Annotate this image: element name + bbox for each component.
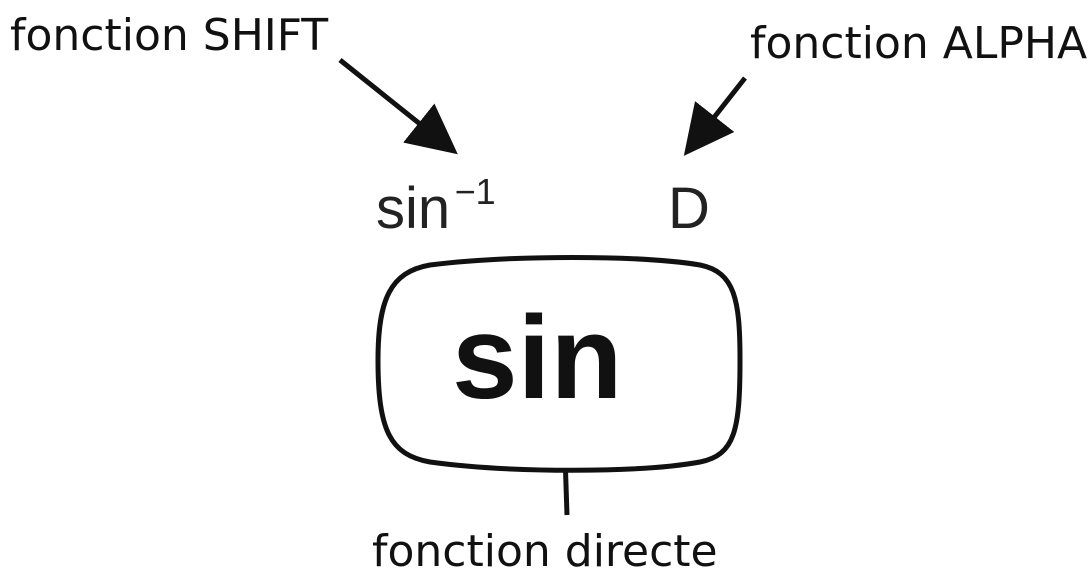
alpha-function-text: D — [668, 176, 710, 241]
alpha-function-label: fonction ALPHA — [750, 18, 1087, 69]
direct-function-label: fonction directe — [372, 526, 718, 576]
shift-function-label: fonction SHIFT — [10, 10, 328, 61]
sin-key[interactable] — [375, 255, 743, 473]
shift-function-base: sin — [376, 176, 450, 241]
shift-function-exponent: −1 — [455, 171, 496, 212]
alpha-arrow — [683, 76, 747, 156]
shift-function-text: sin −1 — [376, 171, 496, 241]
shift-arrow — [338, 58, 458, 155]
sin-key-label: sin — [452, 292, 623, 424]
